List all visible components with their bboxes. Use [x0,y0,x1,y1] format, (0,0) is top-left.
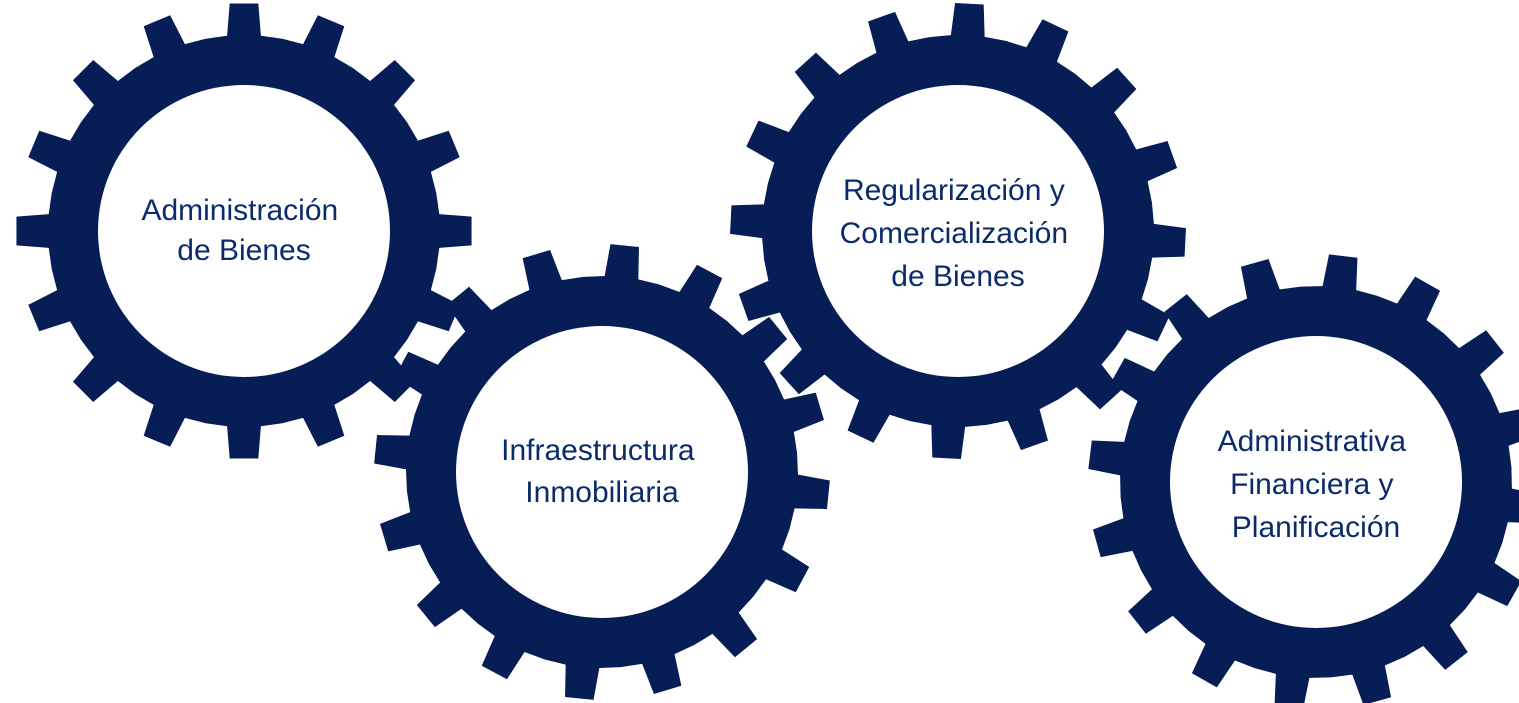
gear-label-line: Comercialización [840,217,1068,250]
gear-label-line: Planificación [1232,511,1400,544]
gear-label: Administrativa Financiera y Planificació… [1218,425,1415,544]
gear-hub [1170,336,1462,628]
gear-label-line: Infraestructura [501,434,695,467]
gear-administracion-de-bienes: Administración de Bienes [16,3,472,459]
gear-label-line: Regularización y [843,174,1065,207]
gear-label: Infraestructura Inmobiliaria [501,434,703,509]
gear-hub [812,85,1104,377]
gear-label: Regularización y Comercialización de Bie… [840,174,1077,293]
gear-hub [98,85,390,377]
gear-hub [456,326,748,618]
gear-administrativa-financiera-y-planificacion: Administrativa Financiera y Planificació… [1088,254,1519,703]
gear-regularizacion-y-comercializacion: Regularización y Comercialización de Bie… [730,3,1186,459]
gear-label-line: Administrativa [1218,425,1407,458]
gear-label-line: de Bienes [891,260,1024,293]
gear-label-line: Administración [141,194,338,227]
gear-label-line: de Bienes [177,234,310,267]
gear-infraestructura-inmobiliaria: Infraestructura Inmobiliaria [374,244,830,700]
gear-label: Administración de Bienes [141,194,346,267]
gear-label-line: Financiera y [1230,468,1393,501]
gear-label-line: Inmobiliaria [525,476,679,509]
